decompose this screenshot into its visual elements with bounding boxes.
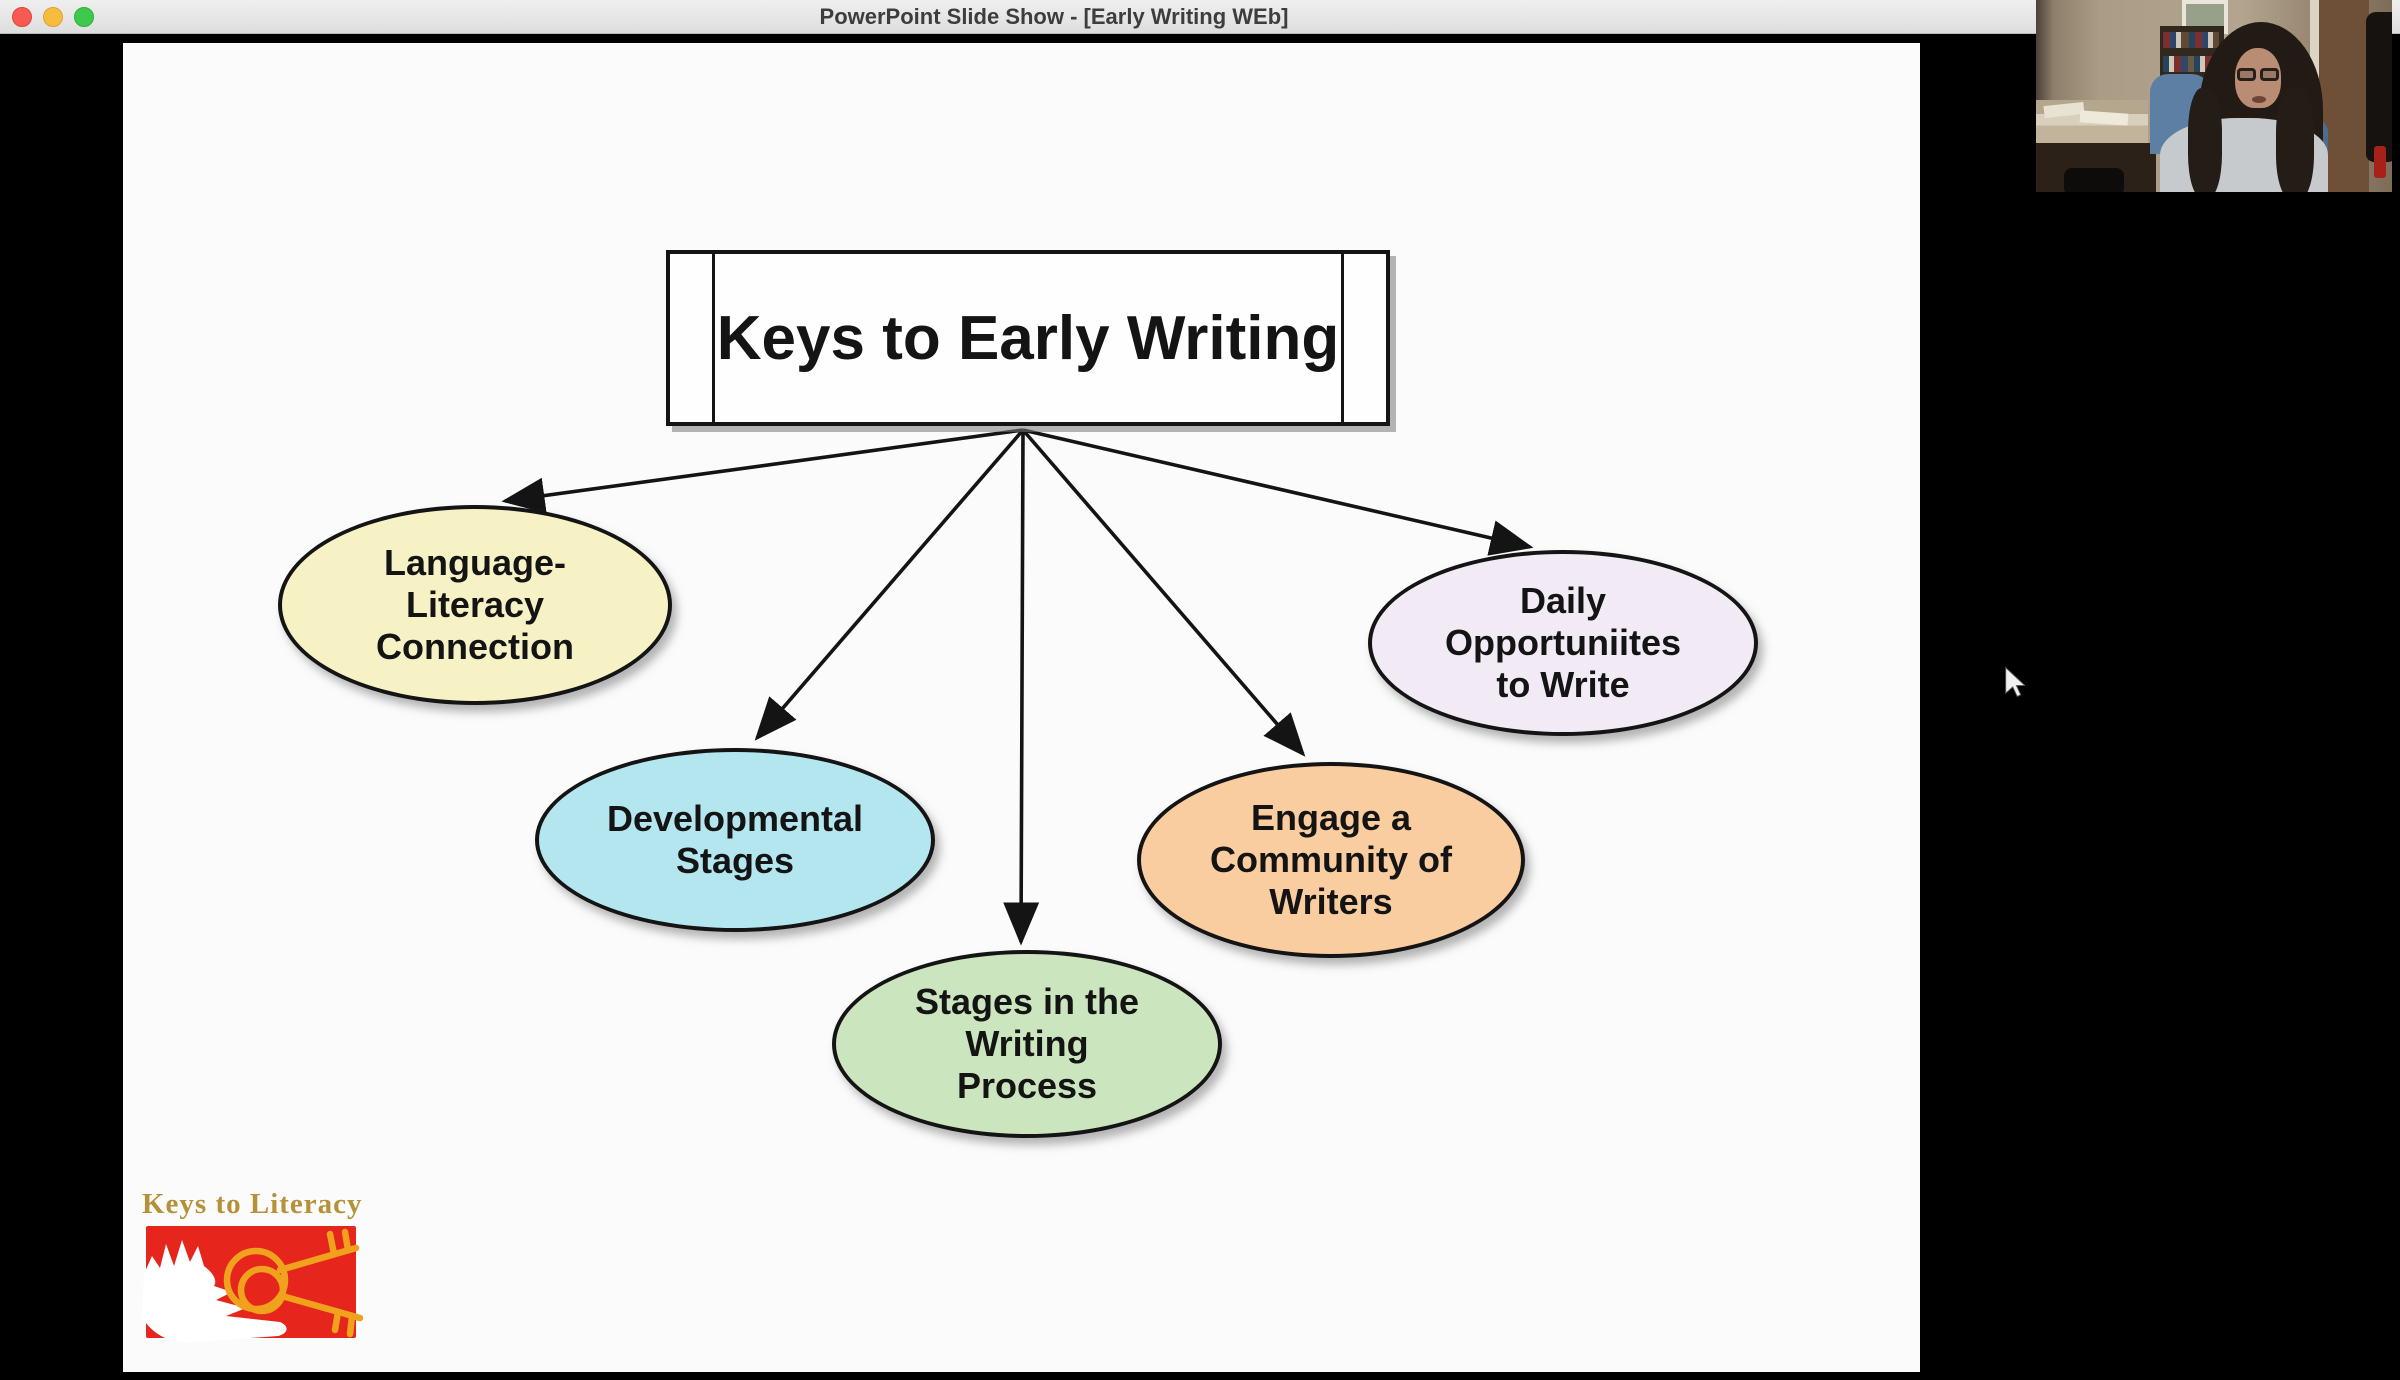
- webcam-books: [2163, 32, 2219, 48]
- key-shape: [223, 1228, 364, 1338]
- mouse-cursor: [2005, 666, 2025, 698]
- node-label: Language- Literacy Connection: [376, 542, 574, 667]
- node-label: Daily Opportuniites to Write: [1445, 580, 1681, 705]
- webcam-person-hair: [2188, 88, 2222, 196]
- webcam-video[interactable]: [2036, 0, 2392, 196]
- node-engage-community-writers: Engage a Community of Writers: [1137, 762, 1525, 958]
- close-button[interactable]: [12, 7, 32, 27]
- zoom-button[interactable]: [74, 7, 94, 27]
- node-label: Engage a Community of Writers: [1210, 797, 1452, 922]
- webcam-person-hair: [2276, 88, 2314, 196]
- webcam-person-glasses: [2237, 68, 2256, 81]
- webcam-hanging-coat: [2366, 12, 2392, 162]
- keys-to-literacy-logo-text: Keys to Literacy: [142, 1188, 363, 1220]
- node-developmental-stages: Developmental Stages: [535, 748, 935, 932]
- diagram-title: Keys to Early Writing: [716, 303, 1340, 373]
- webcam-books: [2163, 56, 2219, 72]
- webcam-person-mouth: [2252, 96, 2266, 103]
- window-titlebar: PowerPoint Slide Show - [Early Writing W…: [0, 0, 2400, 34]
- webcam-person-glasses: [2260, 68, 2279, 81]
- webcam-office-chair: [2064, 168, 2124, 196]
- node-label: Stages in the Writing Process: [914, 981, 1140, 1106]
- traffic-lights: [12, 7, 94, 27]
- node-language-literacy-connection: Language- Literacy Connection: [278, 505, 672, 705]
- diagram-title-box: Keys to Early Writing: [666, 250, 1390, 426]
- minimize-button[interactable]: [43, 7, 63, 27]
- hand-shape: [142, 1240, 287, 1343]
- keys-to-literacy-logo-icon: [142, 1226, 364, 1343]
- node-daily-opportunities-write: Daily Opportuniites to Write: [1368, 550, 1758, 736]
- webcam-letterbox: [2036, 192, 2392, 196]
- node-stages-writing-process: Stages in the Writing Process: [832, 950, 1222, 1138]
- window-title: PowerPoint Slide Show - [Early Writing W…: [819, 4, 1289, 29]
- webcam-red-object: [2374, 146, 2386, 178]
- node-label: Developmental Stages: [606, 798, 864, 881]
